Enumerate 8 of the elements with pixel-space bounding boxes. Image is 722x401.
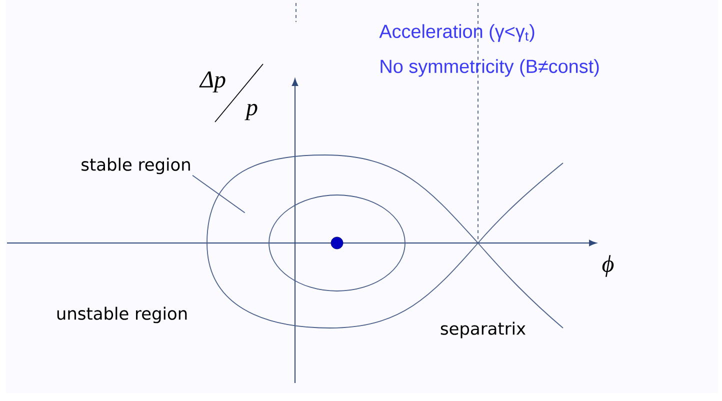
region-label: unstable region (57, 306, 187, 324)
axis-label: p (244, 104, 258, 120)
leader-line (192, 174, 246, 214)
axis-label: Δp (199, 72, 226, 92)
curve-label: separatrix (440, 322, 526, 338)
phase-space-drawing (6, 2, 597, 384)
note-text: Acceleration (γ<γ$_{t}$) (379, 24, 534, 42)
note-text: No symmetricity (B≠const) (380, 59, 599, 77)
